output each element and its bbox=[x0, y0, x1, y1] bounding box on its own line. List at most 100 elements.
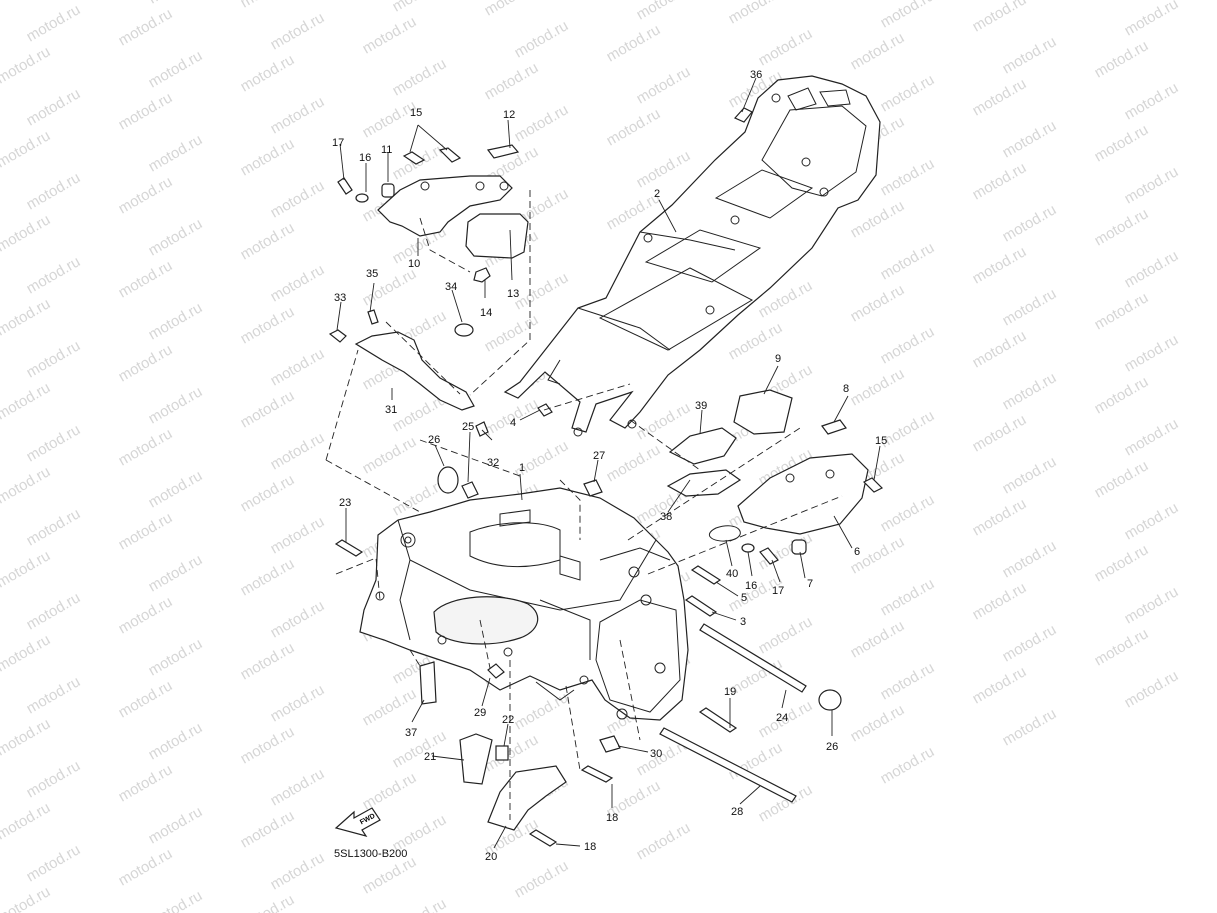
callout-26b: 26 bbox=[826, 741, 838, 753]
watermark-text: motod.ru bbox=[970, 243, 1030, 287]
callout-22: 22 bbox=[502, 714, 514, 726]
watermark-text: motod.ru bbox=[848, 29, 908, 73]
watermark-text: motod.ru bbox=[24, 253, 84, 297]
part-bolt-23 bbox=[334, 539, 364, 557]
watermark-text: motod.ru bbox=[0, 799, 53, 843]
watermark-text: motod.ru bbox=[604, 441, 664, 485]
callout-24: 24 bbox=[776, 712, 788, 724]
watermark-text: motod.ru bbox=[146, 47, 206, 91]
part-grommet-26b bbox=[818, 689, 842, 711]
watermark-text: motod.ru bbox=[970, 495, 1030, 539]
part-washer-16b bbox=[741, 543, 755, 553]
callout-26a: 26 bbox=[428, 434, 440, 446]
watermark-text: motod.ru bbox=[0, 715, 53, 759]
watermark-text: motod.ru bbox=[268, 261, 328, 305]
watermark-text: motod.ru bbox=[878, 743, 938, 787]
watermark-text: motod.ru bbox=[1214, 335, 1217, 379]
watermark-text: motod.ru bbox=[116, 677, 176, 721]
watermark-text: motod.ru bbox=[1122, 163, 1182, 207]
watermark-text: motod.ru bbox=[238, 807, 298, 851]
callout-9: 9 bbox=[775, 353, 781, 365]
reference-code: 5SL1300-B200 bbox=[334, 848, 407, 860]
watermark-text: motod.ru bbox=[0, 631, 53, 675]
watermark-text: motod.ru bbox=[512, 269, 572, 313]
part-bolt-18a bbox=[580, 765, 614, 783]
watermark-text: motod.ru bbox=[970, 0, 1030, 35]
watermark-text: motod.ru bbox=[1214, 83, 1217, 127]
watermark-text: motod.ru bbox=[726, 0, 786, 27]
watermark-text: motod.ru bbox=[1122, 331, 1182, 375]
watermark-text: motod.ru bbox=[238, 555, 298, 599]
watermark-text: motod.ru bbox=[878, 575, 938, 619]
watermark-text: motod.ru bbox=[146, 719, 206, 763]
watermark-text: motod.ru bbox=[1092, 289, 1152, 333]
watermark-text: motod.ru bbox=[146, 803, 206, 847]
callout-31: 31 bbox=[385, 404, 397, 416]
watermark-text: motod.ru bbox=[1000, 537, 1060, 581]
watermark-text: motod.ru bbox=[970, 327, 1030, 371]
callout-10: 10 bbox=[408, 258, 420, 270]
part-bolt-24 bbox=[699, 623, 807, 693]
watermark-text: motod.ru bbox=[116, 257, 176, 301]
assembly-dashed-lines bbox=[325, 190, 843, 820]
part-clamp-34 bbox=[454, 323, 474, 337]
callout-13: 13 bbox=[507, 288, 519, 300]
watermark-text: motod.ru bbox=[360, 769, 420, 813]
watermark-text: motod.ru bbox=[1000, 117, 1060, 161]
watermark-text: motod.ru bbox=[848, 617, 908, 661]
watermark-text: motod.ru bbox=[512, 101, 572, 145]
callout-8: 8 bbox=[843, 383, 849, 395]
watermark-text: motod.ru bbox=[1000, 33, 1060, 77]
watermark-text: motod.ru bbox=[390, 55, 450, 99]
watermark-text: motod.ru bbox=[146, 887, 206, 913]
part-bolt-18b bbox=[528, 829, 558, 847]
watermark-text: motod.ru bbox=[146, 635, 206, 679]
part-bolt-19 bbox=[698, 707, 738, 733]
callout-36: 36 bbox=[750, 69, 762, 81]
watermark-text: motod.ru bbox=[1122, 0, 1182, 39]
part-damper-21 bbox=[459, 733, 493, 785]
watermark-text: motod.ru bbox=[238, 303, 298, 347]
watermark-text: motod.ru bbox=[970, 579, 1030, 623]
part-plate-37 bbox=[419, 661, 437, 705]
part-grommet-7 bbox=[791, 539, 807, 555]
callout-1: 1 bbox=[519, 462, 525, 474]
watermark-text: motod.ru bbox=[878, 491, 938, 535]
callout-5: 5 bbox=[741, 592, 747, 604]
watermark-text: motod.ru bbox=[1092, 121, 1152, 165]
watermark-text: motod.ru bbox=[390, 895, 450, 913]
watermark-text: motod.ru bbox=[238, 135, 298, 179]
part-label-12 bbox=[486, 144, 520, 159]
watermark-text: motod.ru bbox=[268, 9, 328, 53]
part-plate-13 bbox=[465, 213, 529, 259]
watermark-text: motod.ru bbox=[0, 127, 53, 171]
callout-27: 27 bbox=[593, 450, 605, 462]
watermark-text: motod.ru bbox=[756, 613, 816, 657]
callout-3: 3 bbox=[740, 616, 746, 628]
callout-7: 7 bbox=[807, 578, 813, 590]
watermark-text: motod.ru bbox=[116, 593, 176, 637]
callout-2: 2 bbox=[654, 188, 660, 200]
watermark-text: motod.ru bbox=[24, 169, 84, 213]
callout-12: 12 bbox=[503, 109, 515, 121]
watermark-text: motod.ru bbox=[512, 857, 572, 901]
watermark-text: motod.ru bbox=[1214, 587, 1217, 631]
callout-19: 19 bbox=[724, 686, 736, 698]
watermark-text: motod.ru bbox=[268, 345, 328, 389]
watermark-text: motod.ru bbox=[24, 337, 84, 381]
watermark-text: motod.ru bbox=[1092, 625, 1152, 669]
watermark-text: motod.ru bbox=[360, 13, 420, 57]
watermark-text: motod.ru bbox=[848, 701, 908, 745]
part-bolt-5 bbox=[690, 565, 722, 585]
watermark-text: motod.ru bbox=[1122, 415, 1182, 459]
watermark-text: motod.ru bbox=[116, 845, 176, 889]
watermark-text: motod.ru bbox=[1122, 667, 1182, 711]
watermark-text: motod.ru bbox=[238, 219, 298, 263]
watermark-text: motod.ru bbox=[878, 155, 938, 199]
part-bolt-17b bbox=[759, 547, 779, 565]
part-nut-29 bbox=[487, 663, 505, 679]
watermark-text: motod.ru bbox=[848, 365, 908, 409]
part-rear-subframe bbox=[503, 75, 881, 437]
watermark-text: motod.ru bbox=[634, 0, 694, 23]
